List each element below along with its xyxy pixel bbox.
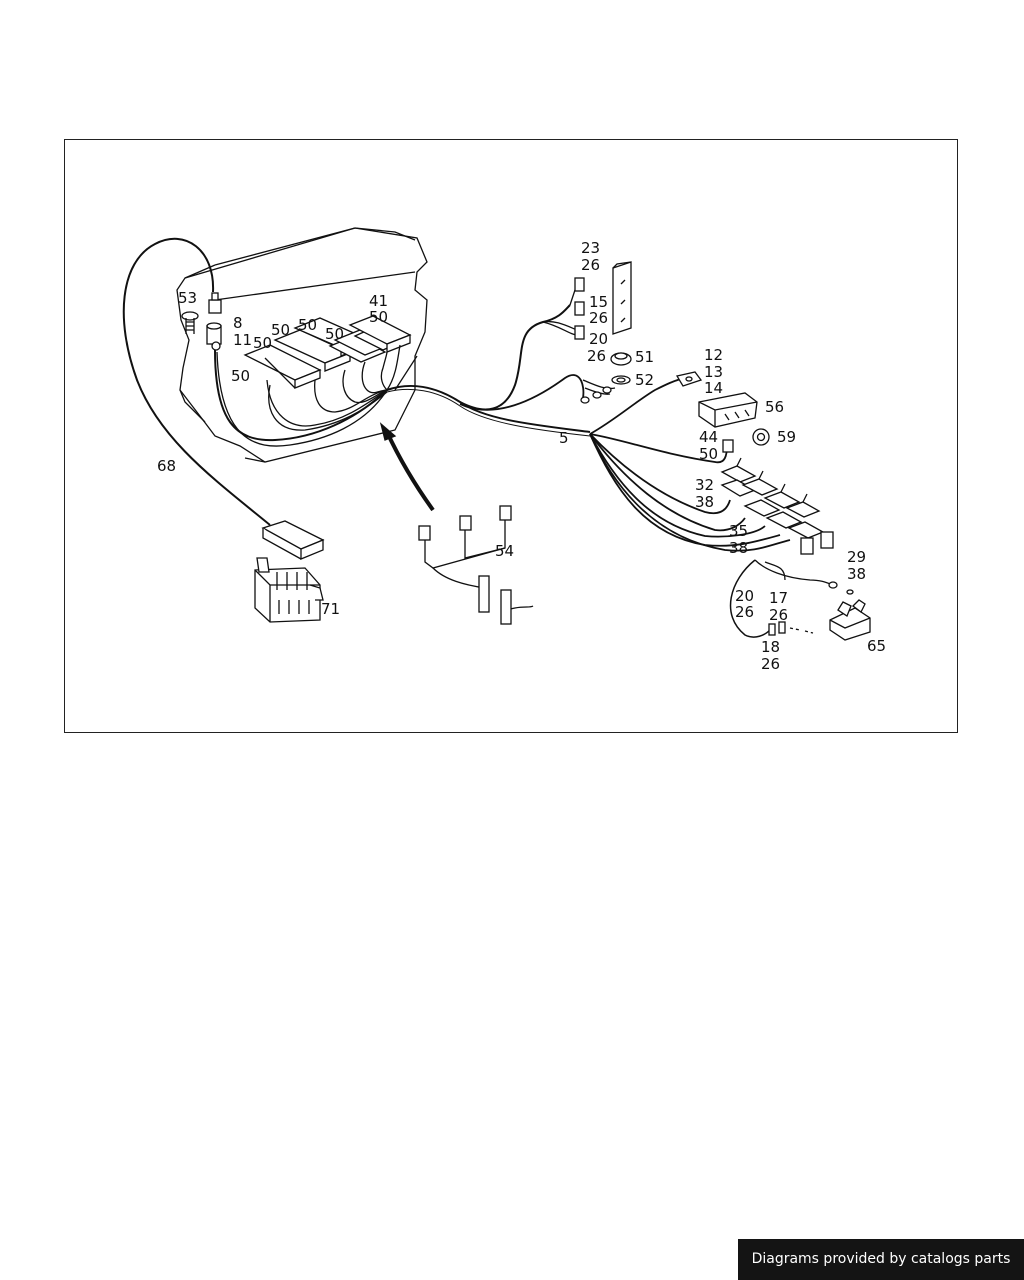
nut-59	[752, 428, 770, 446]
callout-50-b: 50	[253, 334, 272, 352]
connector-8	[208, 292, 222, 314]
branch-bottom	[729, 559, 854, 638]
attribution-banner: Diagrams provided by catalogs parts	[738, 1239, 1024, 1280]
callout-26-f: 26	[761, 655, 780, 673]
callout-20-a: 20	[589, 330, 608, 348]
module-56	[698, 392, 758, 428]
callout-52: 52	[635, 371, 654, 389]
relay-row	[243, 315, 412, 389]
connector-11	[206, 322, 222, 351]
main-harness	[214, 344, 591, 447]
wiring-harness-diagram: 68 53 8 11 50 50 50 50 50 41 50 23 26 15…	[122, 227, 886, 673]
callout-29: 29	[847, 548, 866, 566]
callout-44: 44	[699, 428, 718, 446]
callout-14: 14	[704, 379, 723, 397]
callout-50-e: 50	[325, 325, 344, 343]
control-unit-housing	[176, 227, 428, 463]
callout-labels: 68 53 8 11 50 50 50 50 50 41 50 23 26 15…	[157, 239, 886, 673]
nut-51	[610, 352, 632, 366]
callout-56: 56	[765, 398, 784, 416]
callout-26-e: 26	[769, 606, 788, 624]
branch-lower	[589, 371, 703, 435]
callout-38-b: 38	[729, 539, 748, 557]
sensor-65	[829, 599, 871, 641]
callout-41: 41	[369, 292, 388, 310]
callout-20-b: 20	[735, 587, 754, 605]
harness-54	[418, 505, 534, 625]
callout-50-d: 50	[298, 316, 317, 334]
fuse-box-71	[254, 557, 324, 623]
callout-68: 68	[157, 457, 176, 475]
callout-38-a: 38	[695, 493, 714, 511]
arrow-to-housing	[379, 422, 435, 512]
callout-71: 71	[321, 600, 340, 618]
branch-middle	[459, 374, 616, 411]
callout-11: 11	[233, 331, 252, 349]
callout-26-a: 26	[581, 256, 600, 274]
callout-65: 65	[867, 637, 886, 655]
callout-53: 53	[178, 289, 197, 307]
callout-50-f: 50	[369, 308, 388, 326]
callout-50-c: 50	[271, 321, 290, 339]
connector-bar	[261, 520, 325, 560]
screw-53	[181, 311, 199, 334]
diagram-frame: 68 53 8 11 50 50 50 50 50 41 50 23 26 15…	[64, 139, 958, 733]
callout-8: 8	[233, 314, 243, 332]
callout-13: 13	[704, 363, 723, 381]
washer-52	[611, 375, 631, 385]
callout-50-g: 50	[699, 445, 718, 463]
callout-18: 18	[761, 638, 780, 656]
callout-35: 35	[729, 522, 748, 540]
callout-32: 32	[695, 476, 714, 494]
callout-5: 5	[559, 429, 569, 447]
callout-17: 17	[769, 589, 788, 607]
callout-23: 23	[581, 239, 600, 257]
branch-right	[589, 433, 791, 552]
branch-upper	[459, 261, 632, 411]
callout-15: 15	[589, 293, 608, 311]
callout-26-d: 26	[735, 603, 754, 621]
callout-26-b: 26	[589, 309, 608, 327]
callout-50-a: 50	[231, 367, 250, 385]
cable-68	[122, 237, 271, 526]
callout-54: 54	[495, 542, 514, 560]
callout-59: 59	[777, 428, 796, 446]
callout-26-c: 26	[587, 347, 606, 365]
callout-12: 12	[704, 346, 723, 364]
callout-51: 51	[635, 348, 654, 366]
relay-cluster	[720, 457, 834, 555]
callout-38-c: 38	[847, 565, 866, 583]
